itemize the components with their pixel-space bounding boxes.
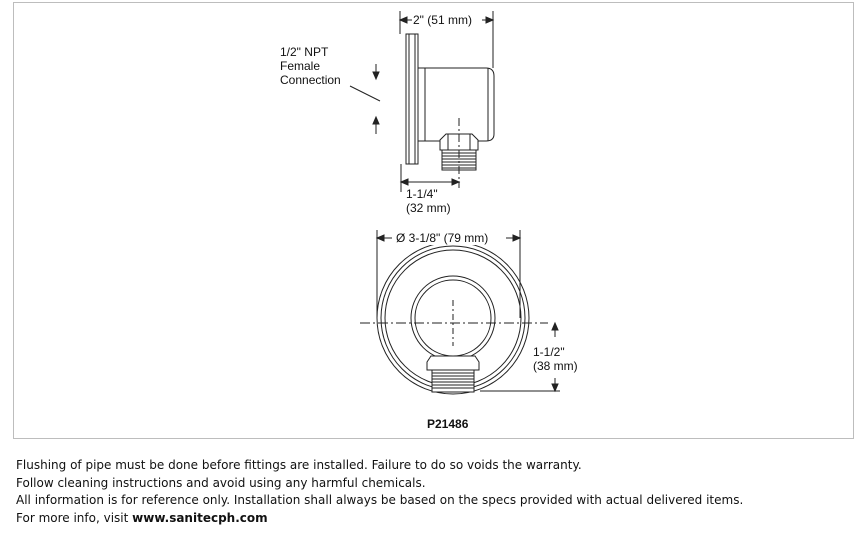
dim-width-lines (398, 11, 495, 68)
connection-label-line-2: Female (280, 59, 321, 73)
drawing-frame (13, 2, 854, 439)
note-cleaning: Follow cleaning instructions and avoid u… (16, 475, 426, 490)
note-flushing: Flushing of pipe must be done before fit… (16, 458, 582, 472)
note-more-info: For more info, visit www.sanitecph.com (16, 510, 743, 528)
part-number: P21486 (427, 417, 469, 431)
connection-label: 1/2" NPT Female Connection (280, 45, 341, 87)
elbow-body (418, 67, 495, 142)
dim-offset-line-1: 1-1/2" (533, 345, 565, 359)
note-reference: All information is for reference only. I… (16, 493, 744, 507)
dim-width-label: 2" (51 mm) (413, 13, 472, 27)
connection-leader (349, 64, 381, 134)
note-more-info-prefix: For more info, visit (16, 510, 133, 525)
connection-label-line-1: 1/2" NPT (280, 45, 329, 59)
dim-offset-line-2: (38 mm) (533, 359, 578, 373)
dim-offset-lines (480, 321, 560, 393)
dim-offset-label: 1-1/2" (38 mm) (533, 345, 578, 373)
dim-outlet-line-1: 1-1/4" (406, 187, 438, 201)
dim-outlet-label: 1-1/4" (32 mm) (406, 187, 451, 215)
wall-flange (405, 33, 419, 165)
front-hex-nut (426, 355, 480, 371)
dim-outlet-line-2: (32 mm) (406, 201, 451, 215)
dim-diameter-label: Ø 3-1/8" (79 mm) (396, 231, 489, 245)
notes-block: Flushing of pipe must be done before fit… (16, 457, 743, 527)
dim-diameter-lines (375, 230, 522, 318)
side-view (405, 33, 495, 188)
dim-outlet-lines (399, 164, 461, 192)
website-link[interactable]: www.sanitecph.com (132, 510, 268, 525)
connection-label-line-3: Connection (280, 73, 341, 87)
